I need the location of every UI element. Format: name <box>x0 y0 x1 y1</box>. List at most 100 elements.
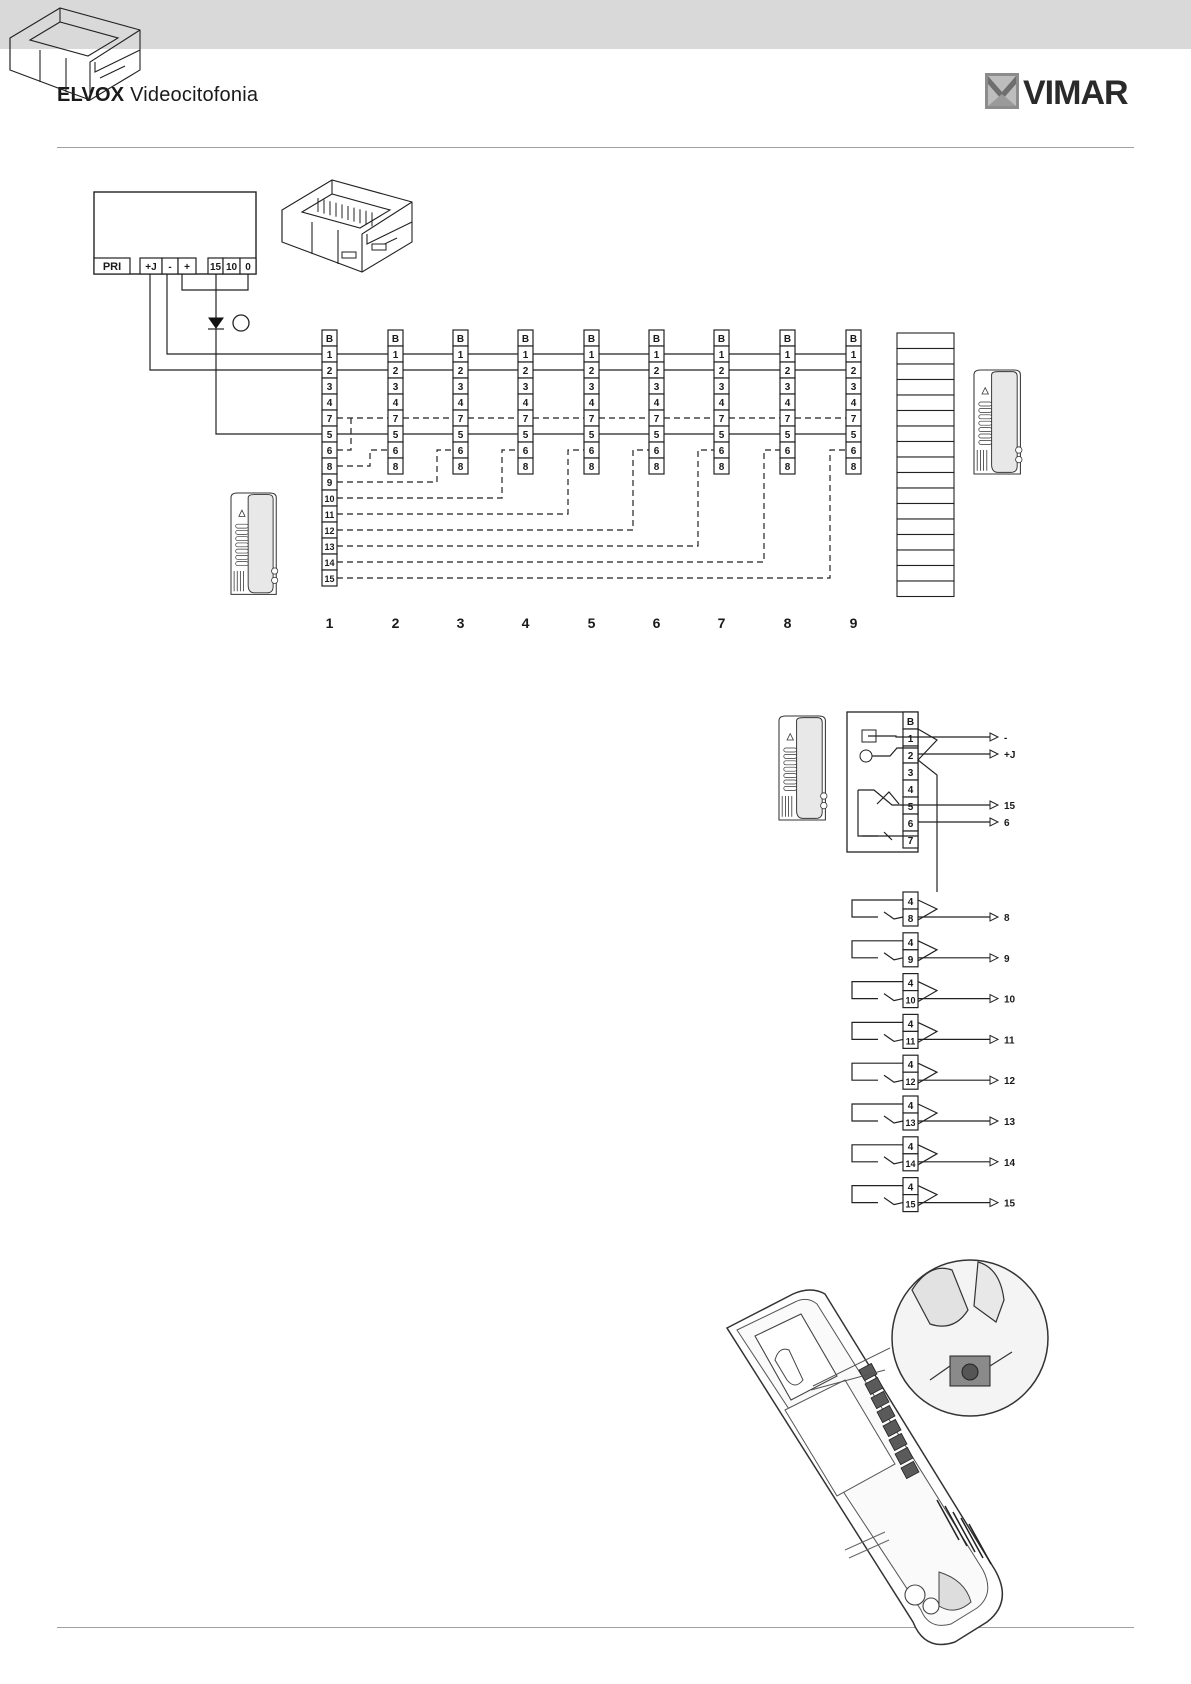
handset-button <box>783 754 797 759</box>
terminal-label: 4 <box>327 398 333 409</box>
terminal-label: 3 <box>654 382 660 393</box>
terminal-label: B <box>653 334 660 345</box>
terminal-box <box>845 457 862 475</box>
handset-cavity <box>754 1313 838 1401</box>
handset-button <box>783 779 797 785</box>
reference-row <box>896 518 955 536</box>
button-output-label: 14 <box>1004 1158 1016 1169</box>
logo-text: VIMAR <box>1023 74 1129 112</box>
terminal-box <box>779 457 796 475</box>
terminal-label: 7 <box>654 414 660 425</box>
handset-button <box>978 427 992 432</box>
terminal-label: B <box>392 334 399 345</box>
terminal-label: 13 <box>324 542 334 552</box>
terminal-label: 14 <box>324 558 334 568</box>
zoom-connector <box>810 1347 891 1391</box>
terminal-label: 5 <box>327 430 333 441</box>
zoom-terminal-block <box>949 1355 991 1387</box>
terminal-label: 4 <box>851 398 857 409</box>
terminal-label: 6 <box>589 446 595 457</box>
button-terminal-label: 15 <box>905 1200 915 1210</box>
button-terminal-label: 11 <box>906 1036 916 1046</box>
button-spine <box>917 1021 939 1043</box>
button-terminal-label: 12 <box>905 1077 915 1087</box>
terminal-box <box>583 457 600 475</box>
terminal-label: 5 <box>523 430 529 441</box>
handset-button <box>235 542 249 548</box>
terminal-label: 7 <box>327 414 333 425</box>
push-button-icon <box>851 1185 904 1206</box>
terminal-label: 3 <box>785 382 791 393</box>
button-common-label: 4 <box>908 1019 914 1030</box>
handset-button <box>235 561 249 566</box>
output-label: - <box>1004 733 1007 744</box>
terminal-screw-icon <box>888 1432 908 1452</box>
module-terminal-label: 3 <box>908 768 914 779</box>
dashed-link <box>337 449 388 467</box>
handset-cable <box>960 1517 984 1559</box>
handset-cable <box>968 1523 992 1565</box>
terminal-label: B <box>522 334 529 345</box>
module-wire <box>868 735 918 738</box>
button-common-label: 4 <box>908 1183 914 1194</box>
handset-arrow <box>981 386 990 395</box>
terminal-label: 8 <box>785 462 791 473</box>
push-button-icon <box>851 1021 904 1043</box>
button-output-label: 11 <box>1004 1035 1015 1046</box>
terminal-screw-icon <box>864 1376 884 1396</box>
terminal-screw-icon <box>900 1460 920 1480</box>
terminal-label: 1 <box>785 350 791 361</box>
column-number: 7 <box>718 615 726 631</box>
handset-button <box>978 401 992 407</box>
button-common-label: 4 <box>908 979 914 990</box>
terminal-label: 3 <box>589 382 595 393</box>
terminal-label: 4 <box>458 398 464 409</box>
terminal-label: 5 <box>393 430 399 441</box>
zoom-circle-outline <box>891 1259 1049 1417</box>
zoom-screw-icon <box>961 1363 979 1381</box>
terminal-label: 6 <box>654 446 660 457</box>
push-button-icon <box>851 899 904 920</box>
button-spine <box>917 1144 939 1166</box>
module-outline <box>9 7 141 101</box>
handset-knob <box>1015 456 1023 464</box>
terminal-label: B <box>457 334 464 345</box>
terminal-label: 5 <box>654 430 660 441</box>
terminal-label: 4 <box>654 398 660 409</box>
button-spine <box>917 981 939 1003</box>
terminal-label: 2 <box>458 366 464 377</box>
intercom-handset-icon <box>973 369 1023 475</box>
column-number: 6 <box>653 615 661 631</box>
terminal-label: 1 <box>393 350 399 361</box>
terminal-label: 3 <box>851 382 857 393</box>
terminal-label: 4 <box>393 398 399 409</box>
reference-row <box>896 440 955 458</box>
column-number: 1 <box>326 615 334 631</box>
handset-clip <box>774 1348 804 1386</box>
terminal-label: 7 <box>719 414 725 425</box>
handset-receiver <box>796 717 823 819</box>
button-terminal-label: 9 <box>908 955 914 966</box>
terminal-label: 7 <box>458 414 464 425</box>
module-wire <box>857 790 918 837</box>
hand-icon <box>973 1261 1005 1323</box>
push-button-icon <box>851 1144 904 1165</box>
ps-terminal-box <box>177 257 197 275</box>
intercom-handset-icon <box>778 715 828 821</box>
output-arrow-icon <box>989 993 1000 1004</box>
handset-button <box>235 536 249 541</box>
footer-rule <box>57 1627 1134 1628</box>
button-terminal-label: 13 <box>905 1118 915 1128</box>
handset-knob <box>820 802 828 810</box>
terminal-screw-icon <box>870 1390 890 1410</box>
handset-hook-icon <box>922 1597 940 1615</box>
diode-marker-icon <box>232 314 250 332</box>
module-spine <box>917 728 938 892</box>
zoom-detail-circle <box>891 1259 1049 1417</box>
terminal-label: 3 <box>523 382 529 393</box>
handset-knob <box>271 576 279 584</box>
module-terminal-label: 5 <box>908 802 914 813</box>
terminal-label: 6 <box>327 446 333 457</box>
reference-row <box>896 549 955 567</box>
terminal-label: 4 <box>523 398 529 409</box>
